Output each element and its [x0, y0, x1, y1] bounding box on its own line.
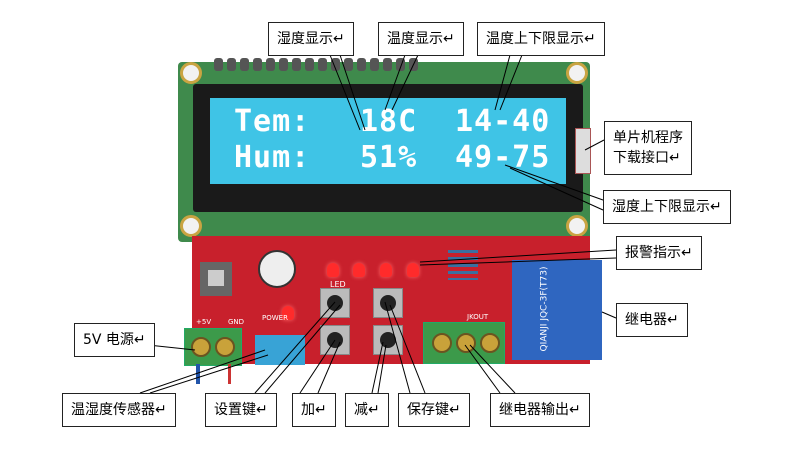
lcd-header-pin — [240, 58, 249, 71]
power-led-label: POWER — [262, 314, 288, 322]
mount-hole — [180, 215, 202, 237]
lcd-temp-range: 14-40 — [455, 104, 551, 139]
lcd-header-pin — [396, 58, 405, 71]
callout-set-key: 设置键↵ — [205, 393, 277, 427]
callout-temperature-display: 温度显示↵ — [378, 22, 464, 56]
resistors — [448, 250, 478, 280]
callout-power-5v: 5V 电源↵ — [74, 323, 155, 357]
gnd-label: GND — [228, 318, 245, 326]
lcd-header-pin — [253, 58, 262, 71]
alarm-led — [327, 263, 339, 277]
lcd-header-pin — [279, 58, 288, 71]
callout-plus-key: 加↵ — [292, 393, 336, 427]
lcd-hum-range: 49-75 — [455, 140, 551, 175]
lcd-header-pin — [370, 58, 379, 71]
mount-hole — [566, 215, 588, 237]
power-switch — [200, 262, 232, 296]
callout-humidity-display: 湿度显示↵ — [268, 22, 354, 56]
lcd-header-pin — [383, 58, 392, 71]
lcd-header-pin — [305, 58, 314, 71]
mount-hole — [566, 62, 588, 84]
callout-save-key: 保存键↵ — [398, 393, 470, 427]
lcd-header-pin — [357, 58, 366, 71]
lcd-header-pin — [266, 58, 275, 71]
lcd-temp-value: 18C — [360, 104, 418, 139]
capacitor — [258, 250, 296, 288]
lcd-hum-label: Hum: — [234, 140, 311, 175]
lcd-temp-label: Tem: — [234, 104, 311, 139]
callout-relay-output: 继电器输出↵ — [490, 393, 590, 427]
callout-mcu-line2: 下载接口↵ — [613, 150, 681, 166]
callout-mcu-line1: 单片机程序 — [613, 130, 683, 146]
lcd-header-pin — [292, 58, 301, 71]
jkout-label: JKOUT — [467, 313, 489, 321]
led-label: LED — [330, 280, 346, 289]
lcd-header-pin — [227, 58, 236, 71]
callout-alarm-indicator: 报警指示↵ — [616, 236, 702, 270]
callout-temp-limits-display: 温度上下限显示↵ — [477, 22, 605, 56]
temp-humidity-sensor — [255, 335, 305, 365]
power-terminal — [184, 328, 242, 366]
lcd-hum-value: 51% — [360, 140, 418, 175]
callout-sensor: 温湿度传感器↵ — [62, 393, 176, 427]
callout-mcu-program-port: 单片机程序 下载接口↵ — [604, 121, 692, 175]
callout-humidity-limits-display: 湿度上下限显示↵ — [603, 190, 731, 224]
alarm-led — [407, 263, 419, 277]
alarm-led — [353, 263, 365, 277]
mount-hole — [180, 62, 202, 84]
power-led — [282, 306, 294, 320]
lcd-header-pin — [214, 58, 223, 71]
callout-minus-key: 减↵ — [345, 393, 389, 427]
alarm-led — [380, 263, 392, 277]
program-header — [575, 128, 591, 174]
save-key-button[interactable] — [373, 288, 403, 318]
power-label: +5V — [196, 318, 212, 326]
callout-relay: 继电器↵ — [616, 303, 688, 337]
lcd-header-pin — [331, 58, 340, 71]
relay-output-terminal — [423, 322, 505, 364]
relay-component: QIANJI JQC-3F(T73) — [512, 260, 602, 360]
lcd-header-pin — [318, 58, 327, 71]
lcd-header-pin — [344, 58, 353, 71]
lcd-screen: Tem: 18C 14-40 Hum: 51% 49-75 — [210, 98, 566, 184]
